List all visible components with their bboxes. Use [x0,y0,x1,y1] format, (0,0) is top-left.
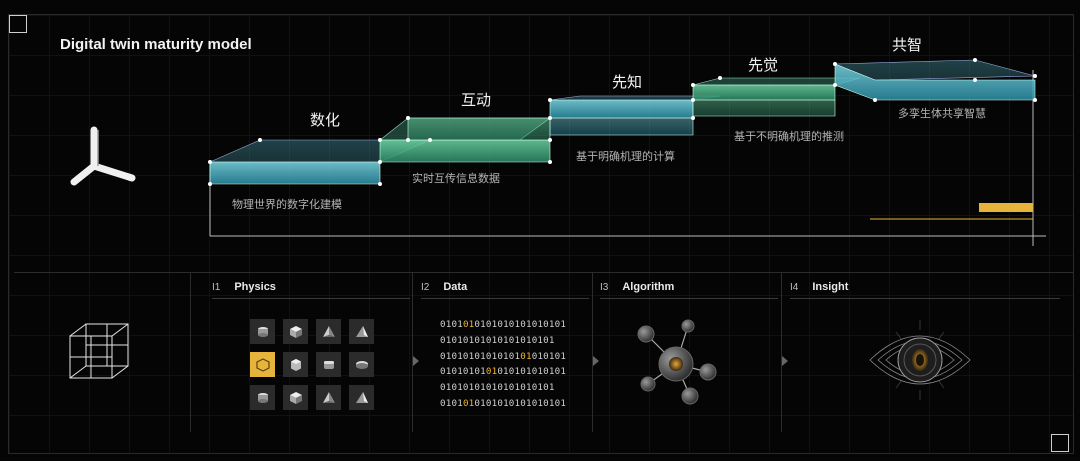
panel-header-data: I2 Data [421,278,589,299]
binary-row: 0101010101010101010101 [440,350,567,362]
panel-header-algorithm: I3 Algorithm [600,278,778,299]
section-divider [14,272,1074,273]
binary-row: 0101010101010101010101 [440,319,567,330]
binary-row: 01010101010101010101 [440,334,555,346]
physics-shape-grid [250,319,374,410]
stage-5-desc: 多孪生体共享智慧 [898,106,986,120]
3d-axis-icon [70,126,136,186]
panel-index: I2 [421,281,430,293]
panel-index: I4 [790,281,799,293]
panel-label: Data [443,281,468,293]
round-prism-icon[interactable] [316,352,341,377]
stage-2-desc: 实时互传信息数据 [412,171,500,185]
panel-label: Insight [812,281,849,293]
stage-4-name: 先觉 [748,56,778,74]
panel-label: Physics [234,281,276,293]
panel-index: I3 [600,281,609,293]
column-separator [190,272,191,432]
binary-row: 01010101010101010101 [440,382,555,394]
molecule-network-icon [637,319,717,405]
stage-2-name: 互动 [461,91,491,109]
column-separator [412,272,413,432]
stage-1-name: 数化 [310,111,340,129]
panel-header-insight: I4 Insight [790,278,1060,299]
disc-icon[interactable] [349,352,374,377]
hex-prism-icon[interactable] [283,352,308,377]
chevron-right-icon [782,356,788,366]
chevron-right-icon [593,356,599,366]
column-separator [592,272,593,432]
pyramid-icon[interactable] [316,319,341,344]
cylinder-icon[interactable] [250,319,275,344]
stage-5-name: 共智 [892,36,922,54]
eye-sphere-icon [869,320,971,400]
stage-3-desc: 基于明确机理的计算 [576,149,675,163]
corner-marker-top-left [9,15,27,33]
stage-4-desc: 基于不明确机理的推测 [734,129,844,143]
tetrahedron-icon[interactable] [349,319,374,344]
panel-header-physics: I1 Physics [212,278,410,299]
stage-3-name: 先知 [612,73,642,91]
stage-1-desc: 物理世界的数字化建模 [232,197,342,211]
cube-icon[interactable] [283,385,308,410]
progress-bar-accent [979,203,1033,212]
binary-row: 0101010101010101010101 [440,366,567,378]
binary-row: 0101010101010101010101 [440,397,567,409]
panel-label: Algorithm [622,281,675,293]
wireframe-cube-icon [69,323,129,379]
cube-icon[interactable] [283,319,308,344]
pyramid-icon[interactable] [316,385,341,410]
corner-marker-bottom-right [1051,434,1069,452]
hexagon-icon[interactable] [250,352,275,377]
column-separator [781,272,782,432]
cylinder-icon[interactable] [250,385,275,410]
page-title: Digital twin maturity model [60,36,252,53]
chevron-right-icon [413,356,419,366]
tetrahedron-icon[interactable] [349,385,374,410]
panel-index: I1 [212,281,221,293]
